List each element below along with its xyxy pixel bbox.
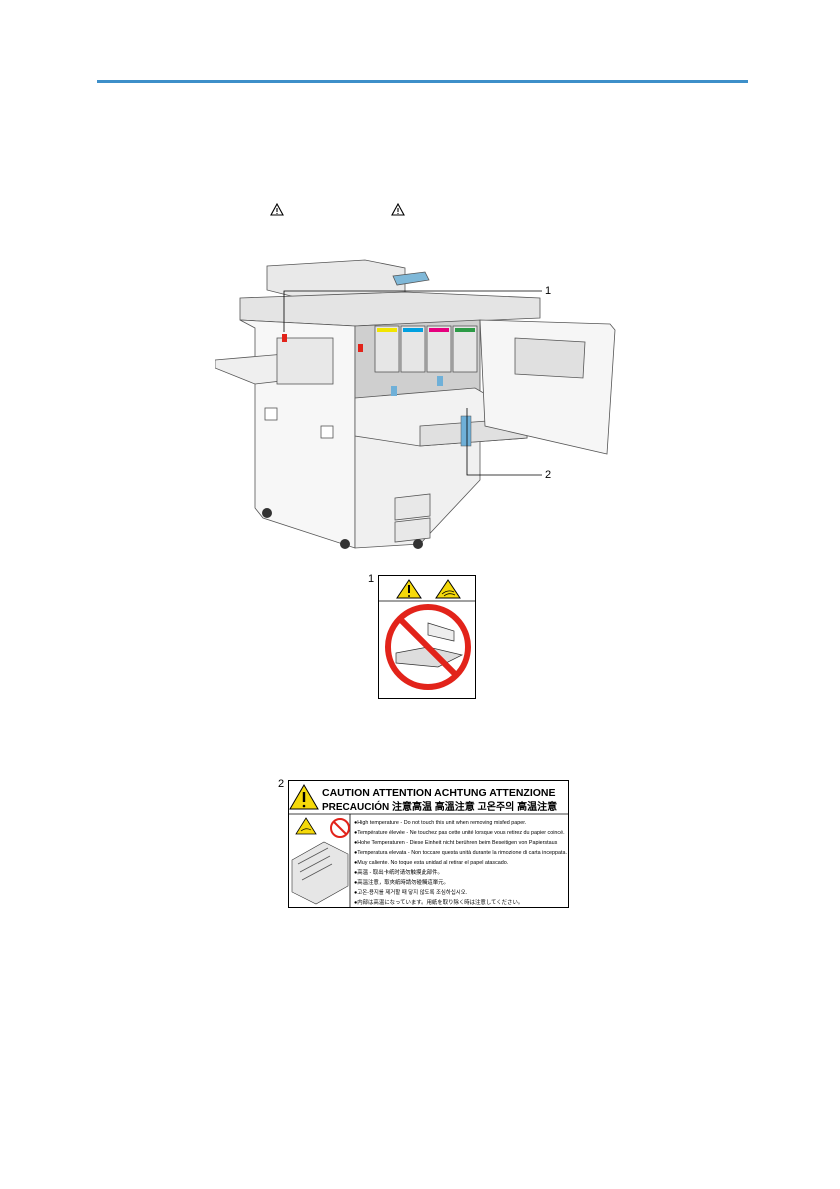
hot-surface-icon: [295, 817, 317, 835]
caution-label-2: CAUTION ATTENTION ACHTUNG ATTENZIONE PRE…: [288, 780, 569, 908]
printer-illustration: [215, 259, 616, 549]
label2-text-line: ●Température élevée - Ne touchez pas cet…: [354, 830, 565, 836]
transfer-unit-drawing: [291, 841, 349, 905]
label2-number: 2: [278, 778, 285, 790]
callout-number-1: 1: [545, 285, 552, 297]
warning-label-1: [378, 575, 476, 699]
warning-triangle-icon: [396, 579, 422, 599]
no-touch-icon: [330, 818, 350, 838]
label2-header-line1: CAUTION ATTENTION ACHTUNG ATTENZIONE: [322, 787, 556, 799]
label1-number: 1: [368, 573, 375, 585]
hot-surface-icon: [435, 579, 461, 599]
label2-text-line: ●Muy caliente. No toque esta unidad al r…: [354, 860, 508, 866]
label2-header-line2: PRECAUCIÓN 注意高温 高溫注意 고온주의 高温注意: [322, 800, 557, 813]
label2-text-line: ●高温 - 取出卡纸时请勿触摸此部件。: [354, 868, 443, 876]
warning-triangle-icon: [391, 203, 405, 216]
warning-triangle-icon: [270, 203, 284, 216]
label2-text-line: ●Hohe Temperaturen - Diese Einheit nicht…: [354, 840, 558, 846]
label2-text-line: ●内部は高温になっています。用紙を取り除く時は注意してください。: [354, 898, 523, 906]
warning-triangle-icon: [289, 784, 319, 810]
label2-text-line: ●Temperatura elevata - Non toccare quest…: [354, 850, 567, 856]
callout-number-2: 2: [545, 469, 552, 481]
label2-text-line: ●高溫注意，取夾紙時請勿碰觸這單元。: [354, 878, 449, 886]
label2-text-line: ●고온-용지를 제거할 때 닿지 않도록 조심하십시오.: [354, 888, 467, 896]
label2-text-line: ●High temperature - Do not touch this un…: [354, 820, 526, 826]
header-rule: [97, 80, 748, 83]
no-entry-icon: [385, 604, 471, 690]
